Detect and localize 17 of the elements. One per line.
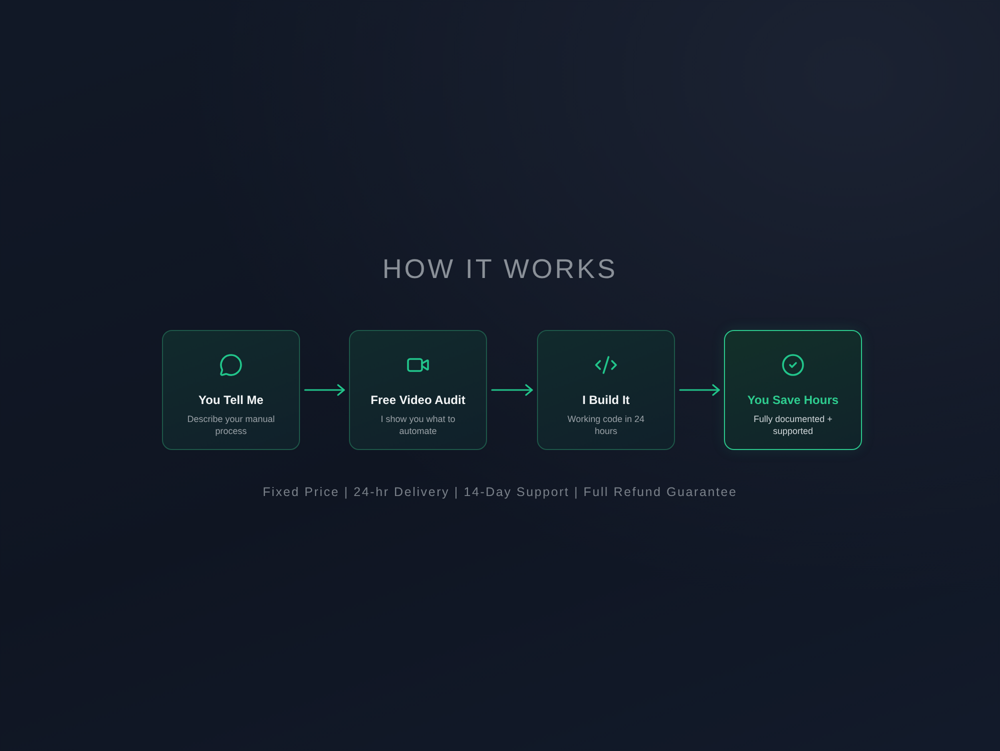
arrow — [679, 384, 720, 396]
step-title: Free Video Audit — [370, 393, 466, 408]
step-description: I show you what to automate — [380, 413, 456, 437]
step-card — [349, 330, 487, 450]
step-card — [162, 330, 300, 450]
section-heading: HOW IT WORKS — [382, 253, 618, 286]
arrow — [491, 384, 533, 396]
arrow — [304, 384, 345, 396]
step-title: You Save Hours — [747, 393, 839, 408]
step-description: Describe your manual process — [186, 413, 276, 437]
guarantee-text: Fixed Price | 24-hr Delivery | 14-Day Support | Full Refund Guarantee — [262, 484, 738, 500]
step-card — [724, 330, 862, 450]
step-card — [537, 330, 675, 450]
step-description: Fully documented + supported — [752, 413, 834, 437]
step-title: I Build It — [582, 393, 630, 408]
step-description: Working code in 24 hours — [566, 413, 646, 437]
step-title: You Tell Me — [198, 393, 264, 408]
